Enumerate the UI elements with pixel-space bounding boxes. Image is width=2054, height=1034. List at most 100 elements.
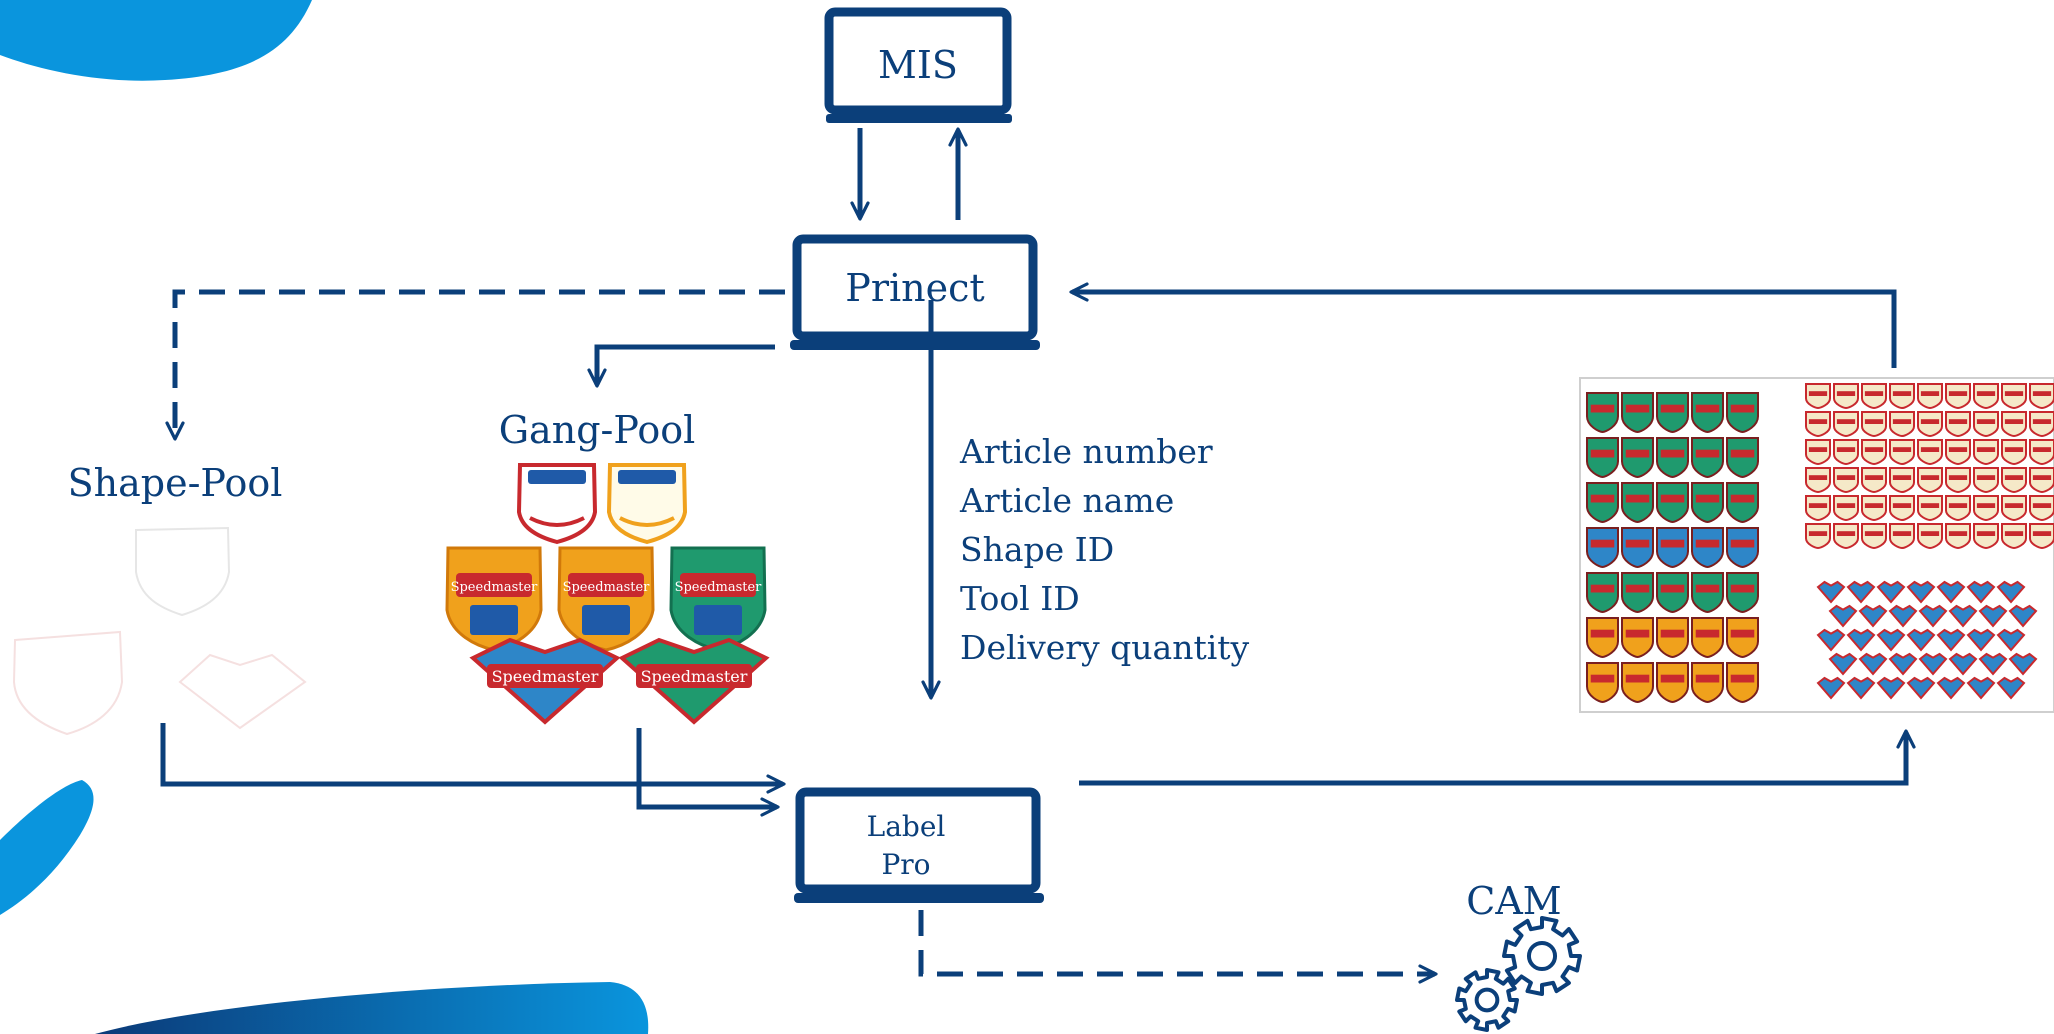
mini-label-band	[1836, 475, 1856, 480]
connectors	[160, 127, 1916, 984]
beer-label-white-2	[606, 463, 688, 545]
mini-label	[1906, 676, 1936, 700]
mini-label	[1936, 628, 1966, 652]
mini-label-band	[1836, 447, 1856, 452]
decoration	[0, 0, 649, 1034]
mini-label-band	[1660, 539, 1685, 548]
mini-label-band	[1625, 629, 1650, 638]
mini-label-band	[1976, 419, 1996, 424]
mini-label	[1828, 604, 1858, 628]
mini-label-band	[1976, 391, 1996, 396]
mini-label-band	[1730, 494, 1755, 503]
mini-label-band	[1920, 447, 1940, 452]
mini-label-band	[1808, 531, 1828, 536]
mini-label-band	[1695, 494, 1720, 503]
mini-label-band	[1808, 447, 1828, 452]
mini-label-band	[1590, 539, 1615, 548]
mini-label	[1876, 676, 1906, 700]
mini-label-band	[1976, 447, 1996, 452]
gear-icon	[1502, 916, 1582, 996]
mini-label-band	[2032, 391, 2052, 396]
beer-label-orange-2: Speedmaster	[557, 546, 655, 652]
dashed-label-pro-to-cam	[918, 910, 1438, 984]
mini-label	[1876, 628, 1906, 652]
mini-label-band	[1948, 475, 1968, 480]
mini-label	[1996, 676, 2026, 700]
mini-label-band	[1948, 391, 1968, 396]
shape-outline-crest	[12, 630, 124, 736]
beer-label-text: Speedmaster	[675, 580, 763, 595]
mini-label	[1936, 676, 1966, 700]
mini-label-band	[1836, 531, 1856, 536]
mini-label-band	[1948, 419, 1968, 424]
beer-label-bow-2: Speedmaster	[618, 637, 770, 725]
mini-label	[1858, 604, 1888, 628]
gang-pool: Gang-Pool Speedmaster Speedmaster Spe	[445, 408, 770, 725]
mini-label-band	[1695, 584, 1720, 593]
arrow-sheet-to-prinect	[1069, 282, 1897, 368]
prinect-node: Prinect	[790, 234, 1040, 350]
prinect-base	[790, 340, 1040, 350]
mini-label	[1996, 628, 2026, 652]
dashed-prinect-to-shape-pool	[165, 289, 785, 441]
beer-label-bow-1: Speedmaster	[469, 637, 621, 725]
mini-label	[1846, 628, 1876, 652]
gear-hub	[1526, 940, 1558, 972]
mini-label	[1966, 628, 1996, 652]
data-field-article-name: Article name	[959, 481, 1174, 520]
mini-label-band	[1730, 584, 1755, 593]
mini-label-band	[1625, 404, 1650, 413]
sheet-top-right-block	[1805, 383, 2054, 550]
mini-label-band	[1948, 503, 1968, 508]
mini-label-band	[2032, 447, 2052, 452]
mini-label-band	[1590, 494, 1615, 503]
mini-label	[1858, 652, 1888, 676]
mini-label	[1816, 676, 1846, 700]
mini-label-band	[1660, 674, 1685, 683]
label-pro-node: Label Pro	[794, 787, 1044, 903]
mis-node: MIS	[824, 7, 1012, 123]
sheet-bottom-right-block	[1816, 580, 2038, 700]
mini-label-band	[1660, 404, 1685, 413]
ganged-print-sheet	[1579, 377, 2054, 713]
mini-label	[1816, 628, 1846, 652]
arrow-gang-pool-to-label-pro	[636, 728, 780, 817]
mini-label-band	[2032, 475, 2052, 480]
sheet-left-block	[1586, 392, 1759, 704]
prinect-label: Prinect	[845, 266, 984, 310]
mini-label	[1888, 652, 1918, 676]
mini-label-band	[1590, 584, 1615, 593]
mini-label	[1918, 604, 1948, 628]
mini-label-band	[1590, 629, 1615, 638]
mini-label	[1876, 580, 1906, 604]
mini-label-band	[1695, 539, 1720, 548]
gear-icon	[1455, 968, 1519, 1032]
cam-label: CAM	[1466, 879, 1561, 923]
mini-label-band	[2004, 391, 2024, 396]
data-field-article-number: Article number	[959, 432, 1213, 471]
mini-label-band	[2004, 531, 2024, 536]
mini-label-band	[1864, 531, 1884, 536]
label-pro-screen	[795, 787, 1041, 894]
data-field-delivery-quantity: Delivery quantity	[960, 628, 1250, 667]
data-fields: Article number Article name Shape ID Too…	[959, 432, 1250, 667]
mini-label-band	[1920, 531, 1940, 536]
beer-label-green: Speedmaster	[669, 546, 767, 652]
mini-label-band	[1836, 419, 1856, 424]
mini-label-band	[1730, 449, 1755, 458]
mini-label-band	[1920, 503, 1940, 508]
mini-label-band	[1808, 391, 1828, 396]
beer-label-orange-1: Speedmaster	[445, 546, 543, 652]
mini-label	[1888, 604, 1918, 628]
gang-pool-title: Gang-Pool	[499, 408, 696, 452]
mini-label	[1966, 580, 1996, 604]
mini-label	[1846, 580, 1876, 604]
mini-label-band	[1625, 674, 1650, 683]
shape-pool: Shape-Pool	[12, 461, 307, 736]
mini-label-band	[2032, 531, 2052, 536]
data-field-tool-id: Tool ID	[960, 579, 1080, 618]
mini-label	[2008, 652, 2038, 676]
mini-label-band	[1976, 531, 1996, 536]
mini-label-band	[1660, 494, 1685, 503]
